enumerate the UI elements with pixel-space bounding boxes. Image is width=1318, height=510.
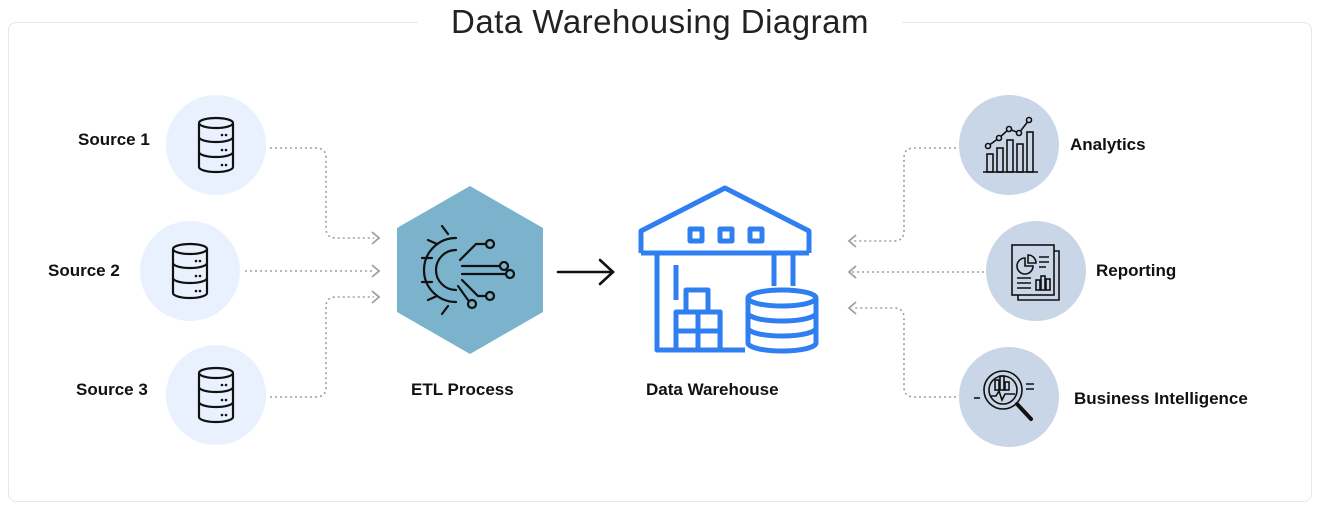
warehouse-label: Data Warehouse — [646, 380, 779, 399]
source-1-label: Source 1 — [78, 130, 150, 149]
reporting-label: Reporting — [1096, 261, 1177, 280]
output-node-business-intelligence — [959, 347, 1059, 447]
source-2-label: Source 2 — [48, 261, 120, 280]
output-arrowheads — [847, 234, 857, 315]
business-intelligence-label: Business Intelligence — [1074, 389, 1248, 408]
connector-source-3 — [270, 296, 374, 398]
etl-label: ETL Process — [411, 380, 514, 399]
etl-to-warehouse-arrow — [556, 258, 615, 286]
output-node-analytics — [959, 95, 1059, 195]
source-3-label: Source 3 — [76, 380, 148, 399]
magnifier-chart-icon — [974, 370, 1034, 421]
warehouse-node — [638, 185, 819, 354]
connector-business-intelligence — [852, 307, 956, 398]
connector-analytics — [852, 147, 956, 242]
source-node-2 — [140, 221, 240, 321]
connector-source-1 — [270, 147, 374, 239]
analytics-chart-icon — [983, 116, 1038, 173]
source-node-1 — [166, 95, 266, 195]
warehouse-database-icon — [638, 185, 819, 354]
etl-node — [397, 186, 543, 354]
report-document-icon — [1011, 244, 1060, 301]
output-node-reporting — [986, 221, 1086, 321]
analytics-label: Analytics — [1070, 135, 1146, 154]
gear-network-icon — [420, 224, 516, 316]
output-connectors — [852, 147, 984, 398]
source-arrowheads — [371, 231, 381, 304]
diagram-title: Data Warehousing Diagram — [418, 0, 902, 44]
source-connectors — [245, 147, 374, 398]
source-node-3 — [166, 345, 266, 445]
